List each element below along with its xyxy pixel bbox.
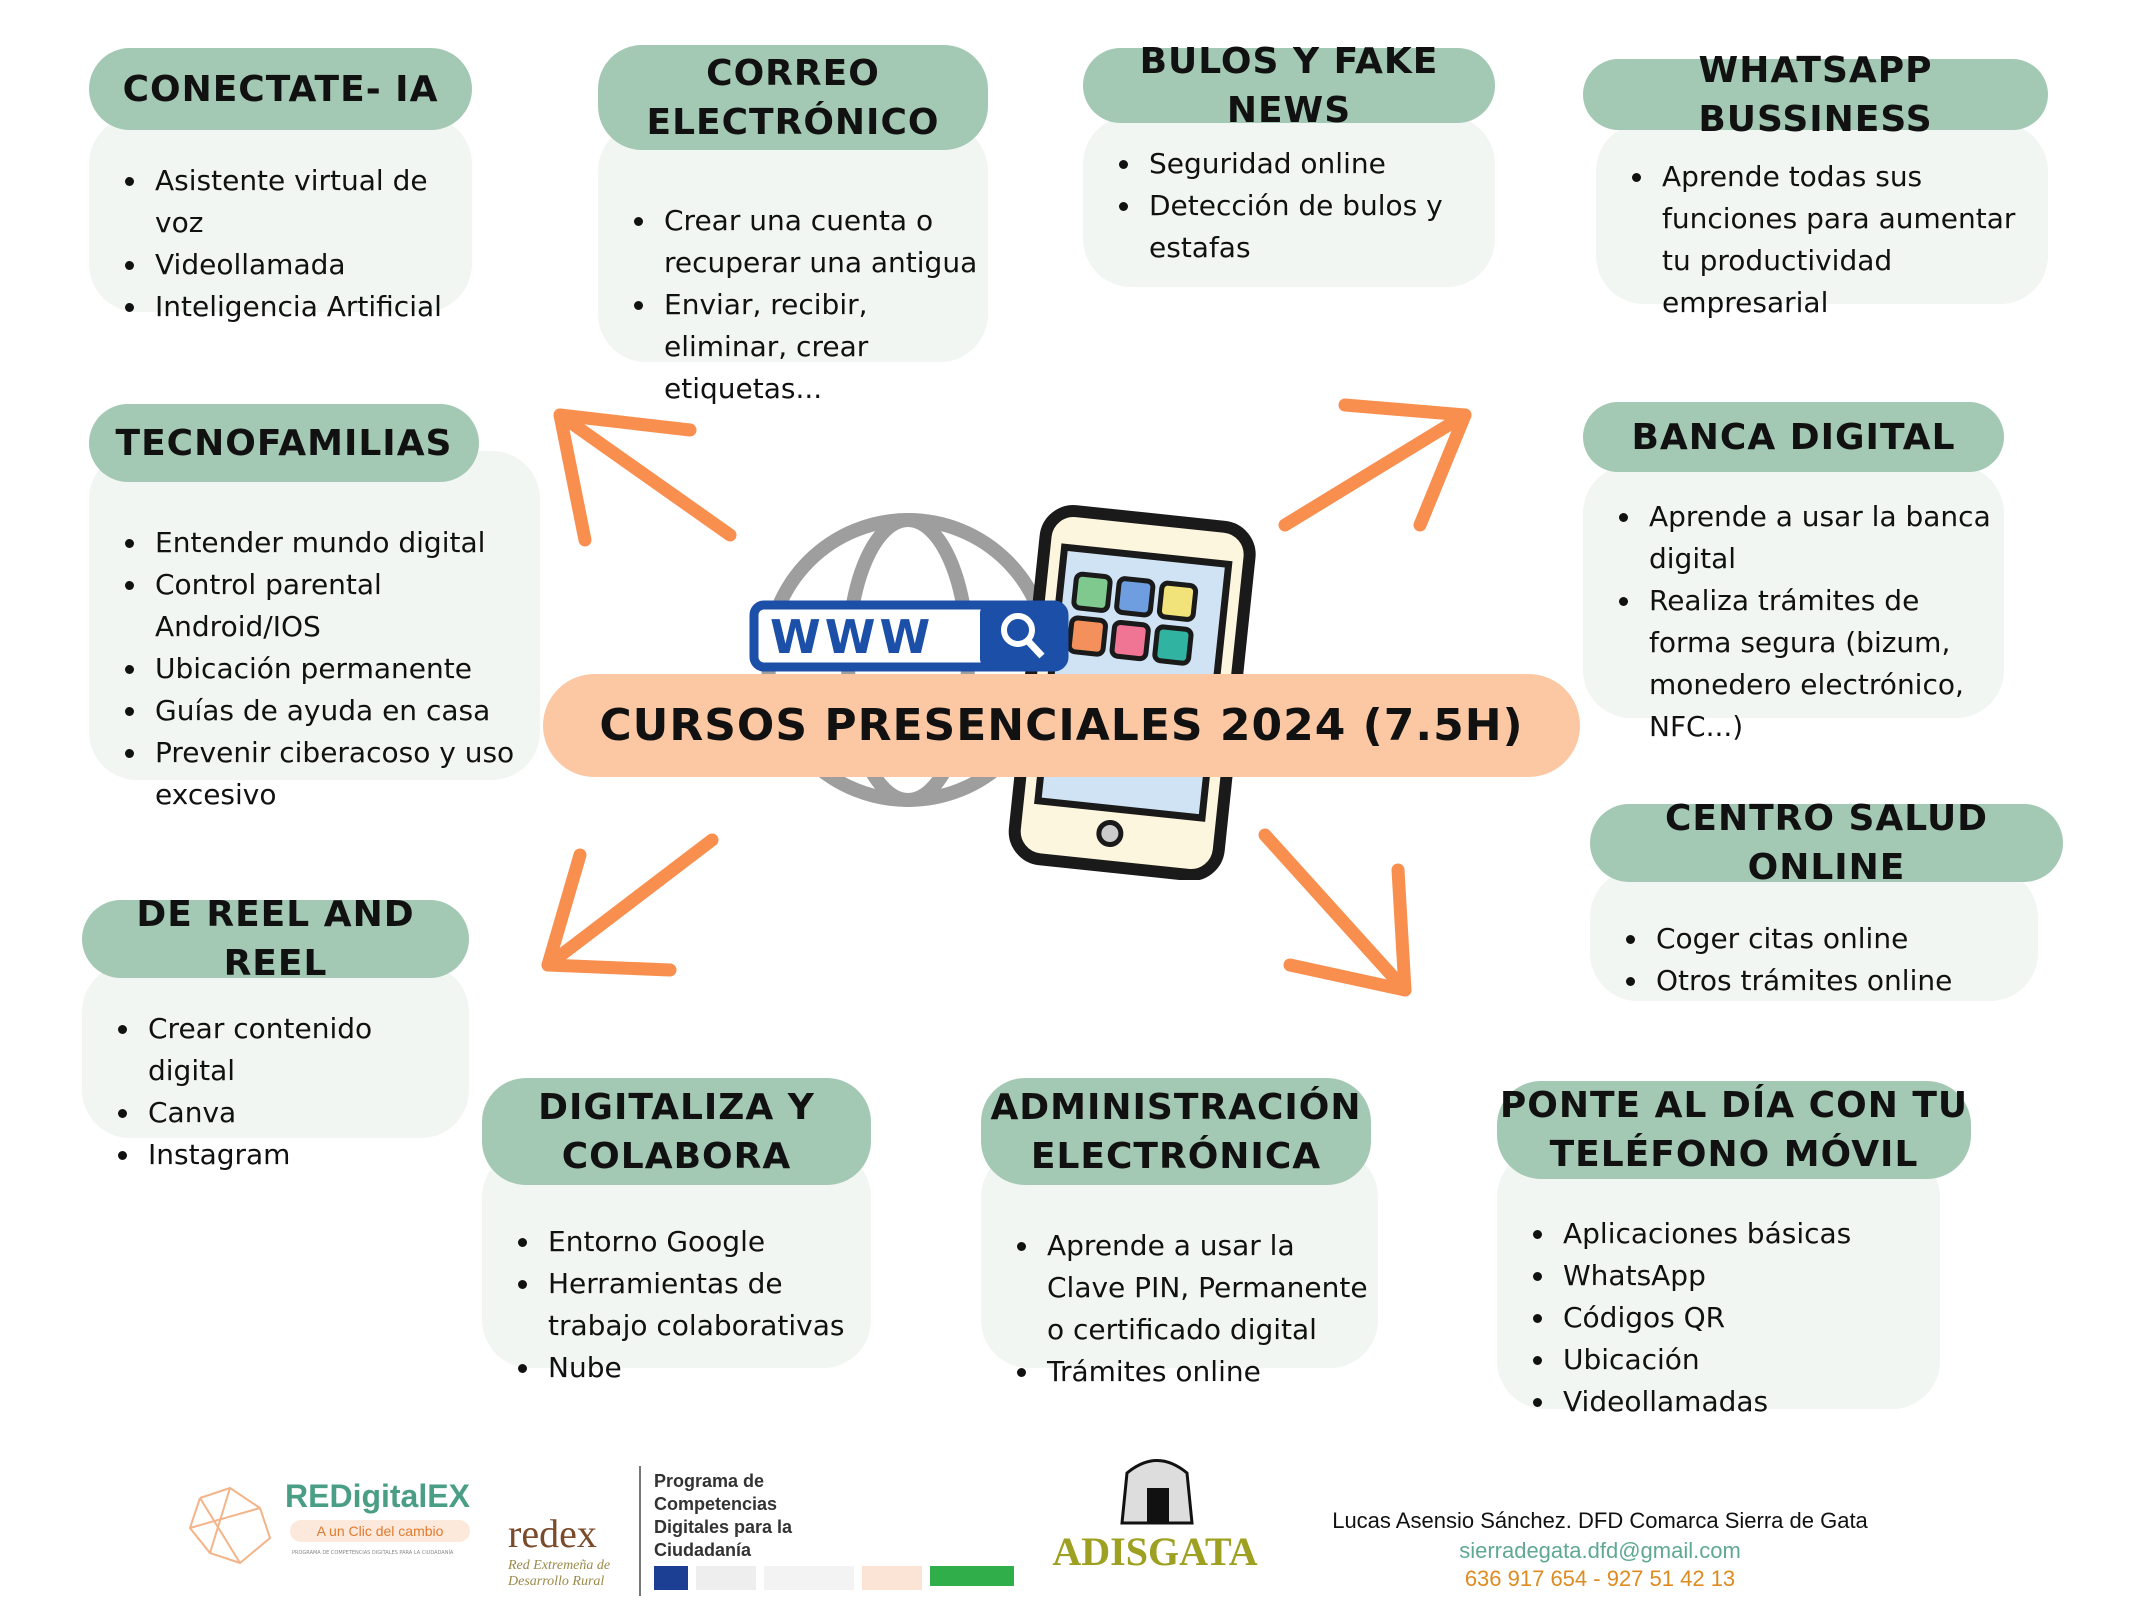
card-body: Aprende a usar la Clave PIN, Permanente … (981, 1149, 1378, 1388)
list-item: Crear una cuenta o recuperar una antigua (628, 200, 978, 284)
arrow-down-left-icon (541, 833, 719, 977)
junta-logo (930, 1566, 1014, 1586)
main-title-banner: CURSOS PRESENCIALES 2024 (7.5H) (543, 674, 1580, 777)
list-item: Aprende todas sus funciones para aumenta… (1626, 156, 2038, 324)
list-item: Crear contenido digital (112, 1008, 459, 1092)
list-item: Ubicación permanente (119, 648, 530, 690)
list-item: Videollamadas (1527, 1381, 1930, 1423)
list-item: Prevenir ciberacoso y uso excesivo (119, 732, 530, 816)
redigitalex-sub: PROGRAMA DE COMPETENCIAS DIGITALES PARA … (292, 1550, 454, 1556)
divider (639, 1466, 641, 1596)
list-item: Instagram (112, 1134, 459, 1176)
card-title: TECNOFAMILIAS (89, 404, 479, 482)
redex-logo: redex Red Extremeña de Desarrollo Rural (508, 1511, 611, 1589)
list-item: Seguridad online (1113, 143, 1485, 185)
list-item: Control parental Android/IOS (119, 564, 530, 648)
eu-flag-icon (654, 1566, 688, 1590)
card-title: PONTE AL DÍA CON TU TELÉFONO MÓVIL (1497, 1081, 1971, 1179)
list-item: Entorno Google (512, 1221, 861, 1263)
redigitalex-name: REDigitalEX (285, 1478, 470, 1514)
arrow-down-right-icon (1258, 828, 1412, 997)
contact-email[interactable]: sierradegata.dfd@gmail.com (1459, 1538, 1741, 1563)
card-body: Crear una cuenta o recuperar una antigua… (598, 123, 988, 405)
list-item: Aprende a usar la banca digital (1613, 496, 1994, 580)
programa-logo: Programa de Competencias Digitales para … (654, 1471, 793, 1560)
list-item: Videollamada (119, 244, 462, 286)
card-list: Crear una cuenta o recuperar una antigua… (628, 200, 978, 410)
list-item: Ubicación (1527, 1339, 1930, 1381)
arrow-up-left-icon (553, 408, 737, 547)
main-title: CURSOS PRESENCIALES 2024 (7.5H) (599, 700, 1524, 751)
card-list: Aprende a usar la Clave PIN, Permanente … (1011, 1225, 1368, 1393)
card-title: ADMINISTRACIÓN ELECTRÓNICA (981, 1078, 1371, 1185)
list-item: Realiza trámites de forma segura (bizum,… (1613, 580, 1994, 748)
card-title: CENTRO SALUD ONLINE (1590, 798, 2063, 888)
card-title: CONECTATE- IA (89, 48, 472, 130)
list-item: Otros trámites online (1620, 960, 2028, 1002)
network-bird-icon (188, 1486, 272, 1565)
list-item: Detección de bulos y estafas (1113, 185, 1485, 269)
adisgata-logo: ADISGATA (1045, 1448, 1265, 1578)
card-title: DIGITALIZA Y COLABORA (482, 1078, 871, 1185)
arrow-up-right-icon (1278, 398, 1472, 532)
list-item: Aplicaciones básicas (1527, 1213, 1930, 1255)
contact-phones: 636 917 654 - 927 51 42 13 (1464, 1566, 1736, 1591)
card-body: Aprende todas sus funciones para aumenta… (1596, 123, 2048, 319)
contact-name: Lucas Asensio Sánchez. DFD Comarca Sierr… (1332, 1508, 1868, 1533)
list-item: Asistente virtual de voz (119, 160, 462, 244)
tr-logo (862, 1566, 922, 1590)
card-list: Aprende todas sus funciones para aumenta… (1626, 156, 2038, 324)
search-bar: WWW (749, 600, 1069, 672)
list-item: Entender mundo digital (119, 522, 530, 564)
list-item: Inteligencia Artificial (119, 286, 462, 328)
stone-hut-icon (1120, 1459, 1194, 1525)
list-item: Canva (112, 1092, 459, 1134)
list-item: Nube (512, 1347, 861, 1389)
list-item: Trámites online (1011, 1351, 1368, 1393)
list-item: Códigos QR (1527, 1297, 1930, 1339)
list-item: Aprende a usar la Clave PIN, Permanente … (1011, 1225, 1368, 1351)
card-title: BANCA DIGITAL (1583, 402, 2004, 472)
card-title: DE REEL AND REEL (82, 894, 469, 984)
funding-logos (654, 1566, 1024, 1594)
list-item: Coger citas online (1620, 918, 2028, 960)
list-item: WhatsApp (1527, 1255, 1930, 1297)
card-title: CORREO ELECTRÓNICO (598, 45, 988, 150)
www-text: WWW (770, 610, 934, 664)
redigitalex-logo: REDigitalEX A un Clic del cambio PROGRAM… (180, 1478, 490, 1568)
redigitalex-tagline: A un Clic del cambio (290, 1520, 470, 1542)
list-item: Herramientas de trabajo colaborativas (512, 1263, 861, 1347)
list-item: Enviar, recibir, eliminar, crear etiquet… (628, 284, 978, 410)
list-item: Guías de ayuda en casa (119, 690, 530, 732)
search-icon (1001, 613, 1035, 647)
